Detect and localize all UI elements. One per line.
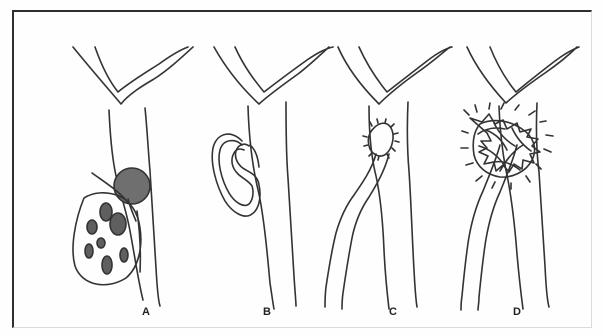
panel-d-drawing [461,47,579,310]
label-a: A [142,306,150,318]
panel-c-drawing [325,47,452,309]
panel-a-drawing [73,47,193,306]
label-d: D [513,306,521,318]
panel-b-drawing [212,47,333,309]
label-b: B [263,306,271,318]
label-c: C [389,306,397,318]
